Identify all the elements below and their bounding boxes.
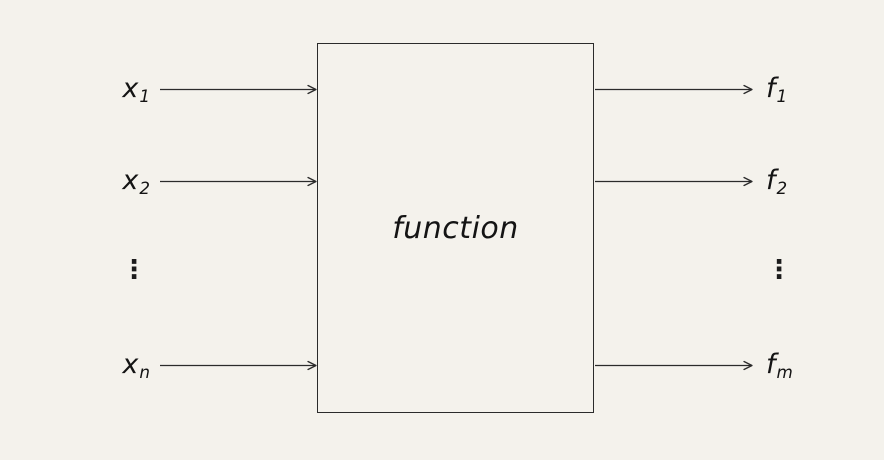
input-label-x1-sub: 1	[139, 85, 150, 106]
input-arrow-1	[160, 84, 317, 95]
input-label-xn-sub: n	[139, 361, 150, 382]
input-label-x1: x1	[0, 71, 150, 107]
output-arrow-m	[595, 360, 753, 371]
input-label-x2: x2	[0, 163, 150, 199]
function-box-label: function	[392, 210, 519, 246]
input-label-x2-base: x	[122, 165, 139, 196]
input-label-xn: xn	[0, 347, 150, 383]
output-label-f2-sub: 2	[776, 177, 788, 198]
output-arrow-1	[595, 84, 753, 95]
output-label-f2: f2	[766, 163, 787, 199]
input-ellipsis: ⋮	[121, 255, 147, 285]
output-label-f1-base: f	[766, 73, 776, 104]
input-arrow-2	[160, 176, 317, 187]
output-label-fm: fm	[766, 347, 793, 383]
output-label-fm-sub: m	[776, 361, 793, 382]
output-label-f1-sub: 1	[776, 85, 788, 106]
output-arrow-2	[595, 176, 753, 187]
input-label-xn-base: x	[122, 349, 139, 380]
input-label-x1-base: x	[122, 73, 139, 104]
input-arrow-n	[160, 360, 317, 371]
output-label-fm-base: f	[766, 349, 776, 380]
output-label-f1: f1	[766, 71, 787, 107]
input-label-x2-sub: 2	[139, 177, 150, 198]
function-box: function	[317, 43, 594, 413]
output-ellipsis: ⋮	[766, 255, 792, 285]
output-label-f2-base: f	[766, 165, 776, 196]
